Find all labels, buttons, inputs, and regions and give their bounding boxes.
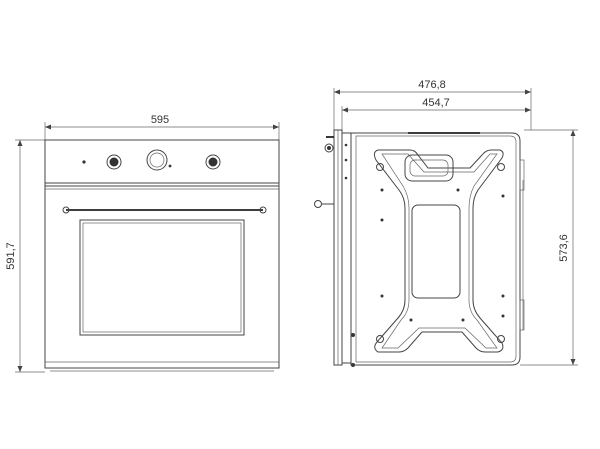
front-height-label: 591,7 bbox=[5, 242, 17, 270]
side-front-panel bbox=[314, 129, 355, 367]
front-height-dimension: 591,7 bbox=[5, 139, 45, 373]
front-width-label: 595 bbox=[151, 114, 169, 126]
side-total-depth-dimension: 476,8 bbox=[333, 79, 532, 130]
side-center-window bbox=[411, 204, 461, 299]
indicator-light bbox=[82, 160, 86, 164]
side-screw-holes bbox=[376, 163, 505, 343]
side-view: 476,8 454,7 573,6 bbox=[314, 79, 578, 367]
side-height-dimension: 573,6 bbox=[520, 129, 578, 366]
timer-dial bbox=[146, 149, 172, 171]
door-window bbox=[79, 219, 245, 336]
side-body bbox=[350, 132, 521, 366]
side-handle-slot bbox=[404, 154, 454, 182]
side-body-depth-dimension: 454,7 bbox=[341, 97, 531, 130]
right-knob bbox=[205, 154, 221, 170]
side-total-depth-label: 476,8 bbox=[418, 79, 446, 91]
side-bracket bbox=[373, 149, 504, 353]
front-view: 595 591,7 bbox=[5, 114, 280, 373]
door-handle bbox=[62, 206, 267, 214]
control-panel bbox=[44, 139, 280, 187]
side-height-label: 573,6 bbox=[558, 234, 570, 262]
front-width-dimension: 595 bbox=[44, 114, 280, 140]
left-knob bbox=[106, 154, 122, 170]
side-body-depth-label: 454,7 bbox=[422, 97, 450, 109]
